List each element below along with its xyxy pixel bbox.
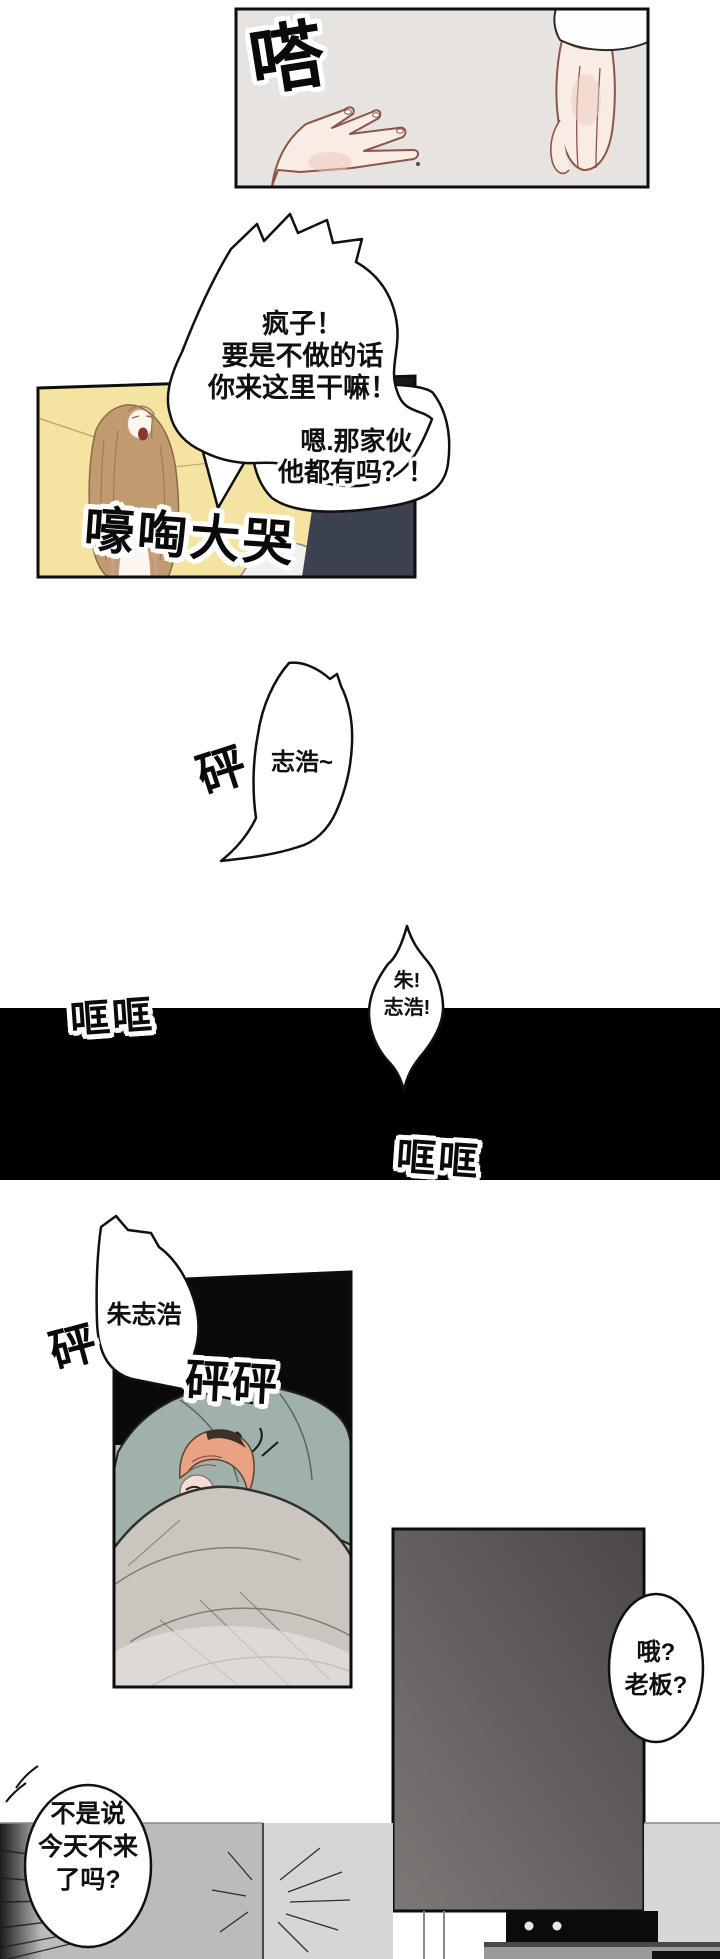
- black-band: [0, 1008, 720, 1180]
- speech-bubble-crazy-text: 疯子！ 要是不做的话 你来这里干嘛！: [208, 309, 397, 403]
- sfx-wail: 嚎啕大哭: [82, 501, 298, 573]
- speech-bubble-not-coming-text: 不是说 今天不来 了吗?: [37, 1800, 138, 1894]
- sfx-bang-double: 砰砰: [183, 1354, 281, 1411]
- speech-bubble-crazy: [166, 212, 434, 488]
- speech-bubble-not-coming: [5, 1765, 153, 1949]
- panel-face-closeup: [391, 1527, 646, 1913]
- speech-bubble-zhihao-text: 志浩~: [270, 749, 333, 776]
- speech-bubble-oh-boss: [607, 1592, 705, 1744]
- speech-bubble-hmm-text: 嗯.那家伙 他都有吗？！: [277, 426, 434, 487]
- speech-bubble-full-name: [95, 1214, 254, 1405]
- speech-bubble-oh-boss-text: 哦? 老板?: [624, 1639, 688, 1699]
- speech-bubble-zhu-zhihao: [367, 924, 445, 1092]
- sfx-clang-right: 哐哐: [394, 1135, 482, 1185]
- speech-bubble-zhihao: [219, 661, 354, 863]
- sfx-clang-left: 哐哐: [68, 993, 156, 1043]
- panel-hands: [234, 7, 650, 189]
- speech-bubble-full-name-text: 朱志浩: [106, 1301, 182, 1329]
- sfx-tap-icon: 嗒: [243, 11, 330, 106]
- speech-bubble-zhu-zhihao-text: 朱! 志浩!: [383, 970, 431, 1019]
